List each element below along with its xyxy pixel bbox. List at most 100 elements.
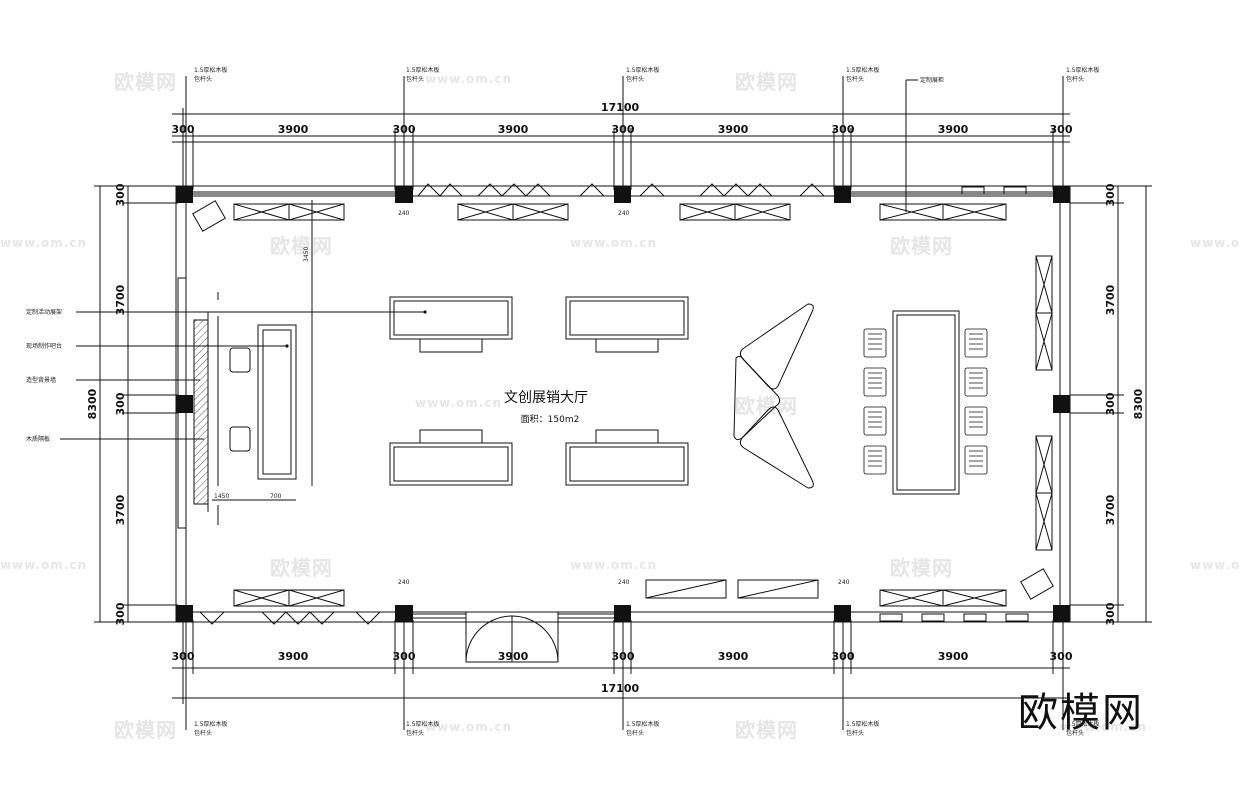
note-pine-board: 1.5厚松木板	[406, 720, 440, 728]
dim-column: 300	[832, 650, 855, 663]
room-area: 面积：150m2	[521, 413, 580, 425]
dim-column: 300	[1104, 602, 1117, 625]
dim-total-bottom: 17100	[601, 682, 640, 695]
note-custom-cabinet: 定制展柜	[920, 76, 944, 84]
bottom-windows	[199, 611, 1029, 625]
corner-plant	[192, 200, 1054, 600]
note-cap: 包杆头	[626, 75, 644, 83]
dim-span: 3900	[278, 650, 309, 663]
watermark-url: www.om.cn	[425, 72, 513, 86]
dim-column: 300	[114, 183, 127, 206]
structural-columns	[176, 186, 1070, 622]
top-dimension-chain	[172, 108, 1070, 190]
dim-column: 300	[393, 123, 416, 136]
watermark-url: www.om.cn	[1190, 558, 1240, 572]
dim-side: 3700	[1104, 494, 1117, 525]
dim-small: 240	[838, 579, 850, 586]
dim-column: 300	[612, 123, 635, 136]
dim-small: 240	[618, 210, 630, 217]
watermark-brand: 欧模网	[114, 718, 177, 742]
watermark-brand: 欧模网	[890, 234, 953, 258]
dim-depth-left: 8300	[86, 388, 99, 419]
note-pine-board: 1.5厚松木板	[626, 66, 660, 74]
dim-span: 3900	[278, 123, 309, 136]
dim-bar: 3450	[303, 247, 310, 262]
dim-small: 240	[618, 579, 630, 586]
dim-span: 3900	[718, 123, 749, 136]
note-cap: 包杆头	[1066, 729, 1084, 737]
watermark-url: www.om.cn	[415, 396, 503, 410]
note-cap: 包杆头	[194, 729, 212, 737]
left-dimension-chain	[94, 185, 183, 623]
dim-span: 3900	[938, 650, 969, 663]
dim-column: 300	[393, 650, 416, 663]
watermark-url: www.om.cn	[1060, 720, 1148, 734]
note-partition: 木质隔板	[26, 435, 50, 443]
note-cap: 包杆头	[194, 75, 212, 83]
dim-small: 240	[398, 210, 410, 217]
dim-column: 300	[832, 123, 855, 136]
dim-column: 300	[1050, 123, 1073, 136]
dim-column: 300	[1104, 183, 1117, 206]
dim-column: 300	[114, 602, 127, 625]
note-feature-wall: 造型背景墙	[26, 376, 56, 384]
note-cap: 包杆头	[406, 729, 424, 737]
note-pine-board: 1.5厚松木板	[626, 720, 660, 728]
watermark-url: www.om.cn	[425, 720, 513, 734]
note-cap: 包杆头	[1066, 75, 1084, 83]
dim-column: 300	[1050, 650, 1073, 663]
note-pine-board: 1.5厚松木板	[846, 720, 880, 728]
top-windows	[417, 183, 1027, 197]
table-chairs	[863, 328, 988, 475]
dim-column: 300	[612, 650, 635, 663]
bar-counter	[212, 200, 313, 525]
watermark-url: www.om.cn	[0, 236, 88, 250]
dim-column: 300	[172, 123, 195, 136]
watermark-url: www.om.cn	[570, 558, 658, 572]
watermark-url: www.om.cn	[570, 236, 658, 250]
dim-column: 300	[172, 650, 195, 663]
dim-side: 3700	[114, 284, 127, 315]
watermark-brand: 欧模网	[890, 556, 953, 580]
watermark-brand: 欧模网	[114, 70, 177, 94]
dim-side: 3700	[1104, 284, 1117, 315]
room-title: 文创展销大厅	[504, 390, 588, 406]
dim-small: 240	[398, 579, 410, 586]
watermark-brand: 欧模网	[270, 234, 333, 258]
dim-span: 3900	[718, 650, 749, 663]
dimension-labels: 17100 17100 300 3900 300 3900 300 3900 3…	[86, 101, 1145, 695]
display-tables	[389, 296, 689, 486]
dim-total-top: 17100	[601, 101, 640, 114]
watermark-brand: 欧模网	[735, 394, 798, 418]
watermark-brand: 欧模网	[735, 70, 798, 94]
note-bar-counter: 现场制作吧台	[26, 342, 62, 350]
dim-column: 300	[1104, 392, 1117, 415]
dim-span: 3900	[498, 650, 529, 663]
watermark-brand: 欧模网	[735, 718, 798, 742]
note-pine-board: 1.5厚松木板	[194, 720, 228, 728]
wall-cabinets	[233, 203, 1053, 607]
note-movable-rack: 定制活动展架	[26, 308, 62, 316]
dim-depth-right: 8300	[1132, 388, 1145, 419]
note-cap: 包杆头	[846, 729, 864, 737]
note-pine-board: 1.5厚松木板	[194, 66, 228, 74]
note-pine-board: 1.5厚松木板	[846, 66, 880, 74]
long-table	[892, 310, 960, 495]
note-pine-board: 1.5厚松木板	[406, 66, 440, 74]
triangle-stands	[733, 303, 814, 489]
dim-side: 3700	[114, 494, 127, 525]
dim-column: 300	[114, 392, 127, 415]
dim-bar: 700	[270, 493, 282, 500]
watermark-url: www.om.cn	[1190, 236, 1240, 250]
entrance-door	[465, 612, 559, 663]
note-cap: 包杆头	[846, 75, 864, 83]
walls	[175, 185, 1071, 623]
note-cap: 包杆头	[626, 729, 644, 737]
dim-span: 3900	[498, 123, 529, 136]
right-dimension-chain	[1070, 185, 1152, 623]
dim-span: 3900	[938, 123, 969, 136]
note-pine-board: 1.5厚松木板	[1066, 720, 1100, 728]
left-leaders	[60, 76, 1064, 730]
dim-bar: 1450	[214, 493, 229, 500]
